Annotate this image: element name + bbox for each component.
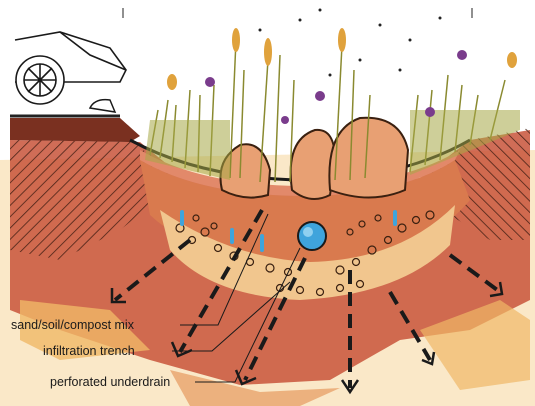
- label-infiltration-trench: infiltration trench: [43, 344, 135, 358]
- label-perforated-underdrain: perforated underdrain: [50, 375, 170, 389]
- flowers: [205, 50, 467, 124]
- boulders: [220, 118, 408, 199]
- road-surface: [10, 118, 140, 142]
- seeds-scatter: [259, 9, 442, 77]
- car-sketch: [15, 32, 126, 104]
- underdrain-pipe: [298, 222, 326, 250]
- curb: [90, 100, 115, 112]
- label-sand-soil-compost-mix: sand/soil/compost mix: [11, 318, 134, 332]
